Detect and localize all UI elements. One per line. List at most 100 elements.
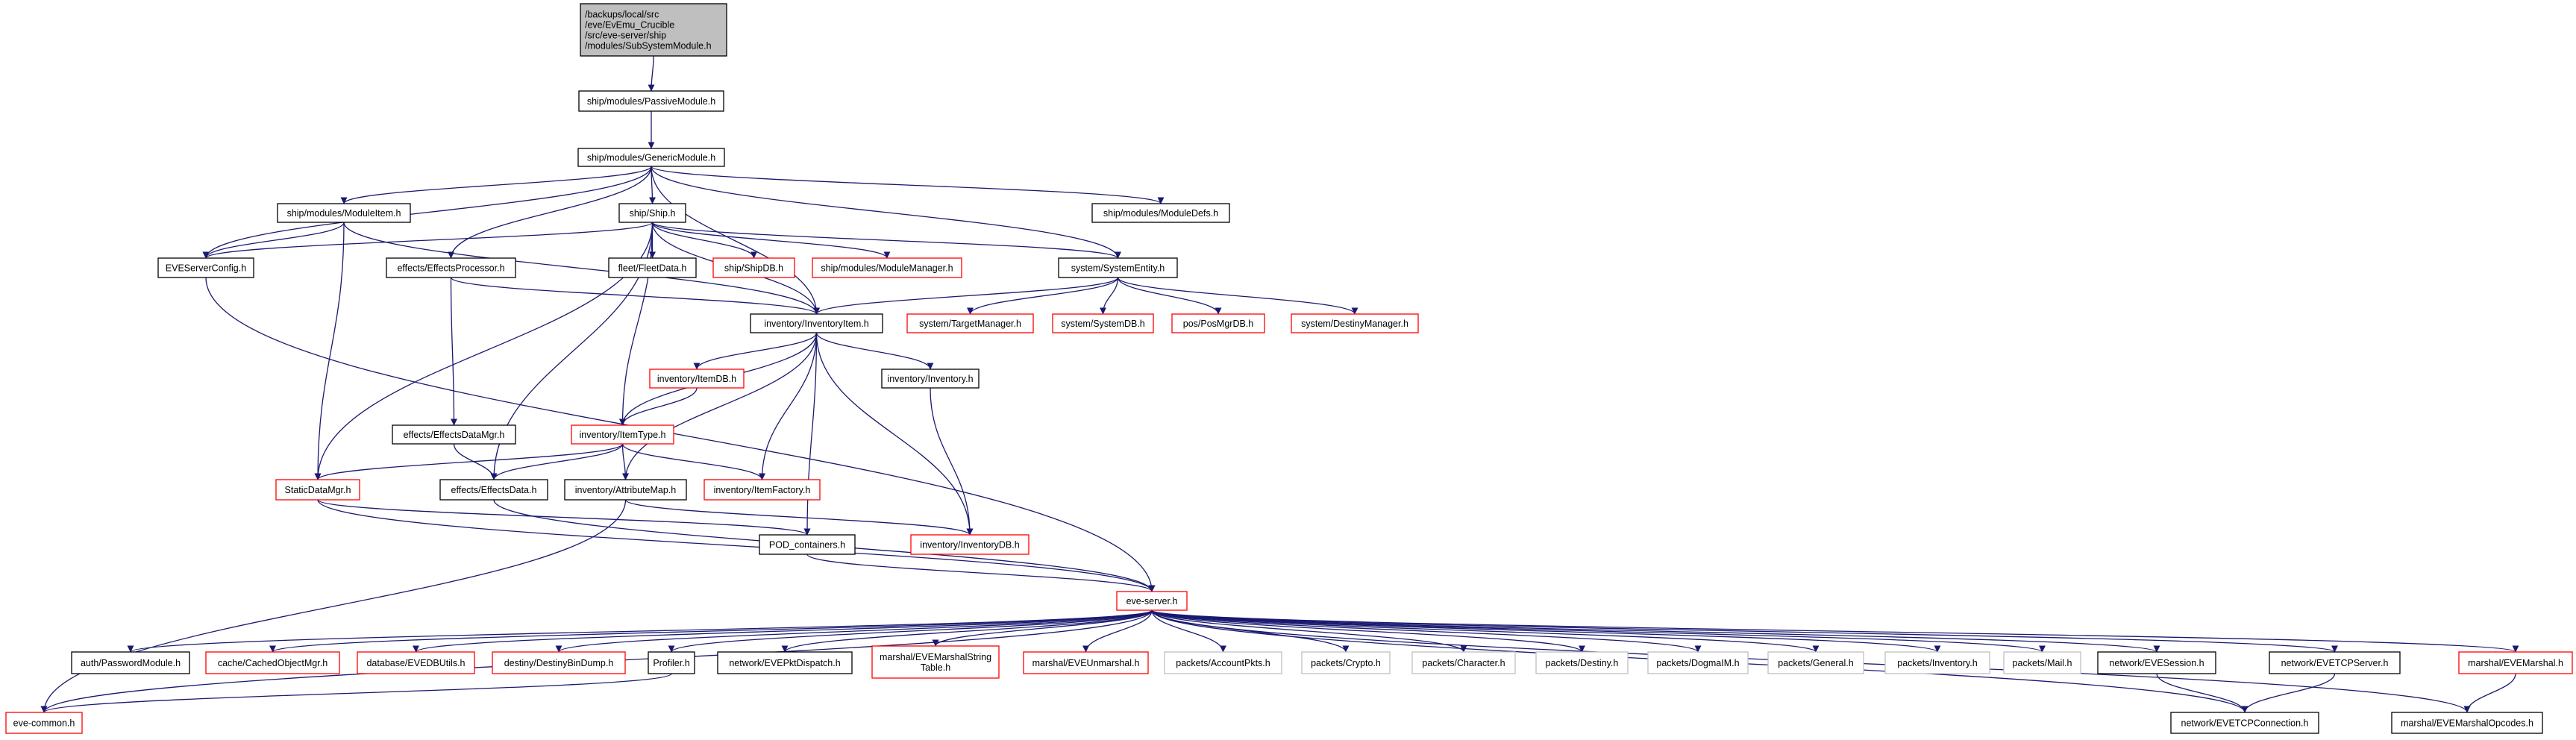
- node-label: system/SystemEntity.h: [1071, 263, 1165, 274]
- node-box: [1091, 203, 1230, 223]
- node-label: pos/PosMgrDB.h: [1183, 319, 1254, 329]
- node-box: [580, 3, 727, 57]
- edge-generic-to-invitem: [651, 166, 820, 315]
- edge-inventory-to-invdb: [930, 387, 974, 536]
- node-staticdata[interactable]: StaticDataMgr.h: [275, 479, 360, 501]
- edge-itemdb-to-itemtype: [619, 387, 698, 426]
- node-podc[interactable]: POD_containers.h: [759, 534, 856, 555]
- node-sysent[interactable]: system/SystemEntity.h: [1058, 257, 1178, 278]
- edge-line: [205, 277, 1156, 592]
- edge-line: [1151, 609, 1702, 653]
- node-itemtype[interactable]: inventory/ItemType.h: [571, 424, 674, 445]
- node-eveserver[interactable]: eve-server.h: [1116, 591, 1188, 611]
- node-box: [906, 313, 1034, 333]
- edge-line: [621, 443, 765, 480]
- node-inventory[interactable]: inventory/Inventory.h: [881, 369, 980, 389]
- node-tcpserver[interactable]: network/EVETCPServer.h: [2269, 651, 2401, 674]
- node-dbutil[interactable]: database/EVEDBUtils.h: [357, 651, 475, 674]
- edge-line: [2156, 673, 2248, 713]
- node-marshal[interactable]: marshal/EVEMarshal.h: [2458, 651, 2573, 674]
- edge-ship-to-shipdb: [651, 222, 757, 259]
- node-destmgr[interactable]: system/DestinyManager.h: [1291, 313, 1419, 333]
- edge-invitem-to-invdb: [815, 332, 974, 536]
- edge-moduleitem-to-staticdata: [314, 222, 345, 480]
- node-tcpconn[interactable]: network/EVETCPConnection.h: [2170, 712, 2319, 734]
- node-box: [275, 479, 360, 501]
- node-opcodes[interactable]: marshal/EVEMarshalOpcodes.h: [2391, 712, 2543, 734]
- node-box: [608, 257, 697, 278]
- node-destbin[interactable]: destiny/DestinyBinDump.h: [492, 651, 626, 674]
- node-unmarshal[interactable]: marshal/EVEUnmarshal.h: [1023, 651, 1149, 674]
- node-itemfact[interactable]: inventory/ItemFactory.h: [703, 479, 821, 501]
- node-label: ship/modules/ModuleDefs.h: [1103, 208, 1218, 219]
- node-auth[interactable]: auth/PasswordModule.h: [71, 651, 190, 674]
- node-label: ship/modules/ModuleItem.h: [287, 208, 401, 219]
- node-session[interactable]: network/EVESession.h: [2097, 651, 2216, 674]
- node-character[interactable]: packets/Character.h: [1411, 651, 1516, 674]
- node-crypto[interactable]: packets/Crypto.h: [1301, 651, 1391, 674]
- edge-line: [967, 277, 1119, 315]
- edge-line: [806, 554, 1156, 592]
- node-acctpkts[interactable]: packets/AccountPkts.h: [1164, 651, 1282, 674]
- node-dogmaim[interactable]: packets/DogmaIM.h: [1647, 651, 1749, 674]
- node-invitem[interactable]: inventory/InventoryItem.h: [750, 313, 883, 333]
- edge-itemtype-to-itemfact: [621, 443, 765, 480]
- node-fleet[interactable]: fleet/FleetData.h: [608, 257, 697, 278]
- node-modmgr[interactable]: ship/modules/ModuleManager.h: [812, 257, 962, 278]
- node-mail[interactable]: packets/Mail.h: [2003, 651, 2081, 674]
- node-label: network/EVESession.h: [2109, 658, 2204, 668]
- node-box: [357, 651, 475, 674]
- edge-line: [1151, 609, 2519, 653]
- node-general[interactable]: packets/General.h: [1767, 651, 1864, 674]
- node-sysdb[interactable]: system/SystemDB.h: [1052, 313, 1154, 333]
- node-label: /src/eve-server/ship: [585, 31, 666, 41]
- node-generic[interactable]: ship/modules/GenericModule.h: [577, 148, 725, 167]
- edge-line: [490, 443, 624, 480]
- node-root[interactable]: /backups/local/src/eve/EvEmu_Crucible/sr…: [580, 3, 727, 57]
- node-posmgr[interactable]: pos/PosMgrDB.h: [1171, 313, 1265, 333]
- node-label: ship/Ship.h: [630, 208, 676, 219]
- node-invdb[interactable]: inventory/InventoryDB.h: [910, 534, 1030, 555]
- node-ship[interactable]: ship/Ship.h: [618, 203, 686, 223]
- node-box: [492, 651, 626, 674]
- node-box: [2458, 651, 2573, 674]
- node-effproc[interactable]: effects/EffectsProcessor.h: [386, 257, 516, 278]
- node-label: destiny/DestinyBinDump.h: [504, 658, 614, 668]
- node-box: [386, 257, 516, 278]
- node-itemdb[interactable]: inventory/ItemDB.h: [649, 369, 745, 389]
- node-profiler[interactable]: Profiler.h: [648, 651, 695, 674]
- node-label: POD_containers.h: [769, 540, 845, 551]
- edge-line: [781, 609, 1153, 653]
- node-label: ship/modules/GenericModule.h: [587, 153, 715, 163]
- node-pktdisp[interactable]: network/EVEPktDispatch.h: [717, 651, 853, 674]
- edge-line: [813, 277, 1119, 315]
- edge-sysent-to-destmgr: [1117, 277, 1358, 315]
- edge-eveserver-to-dbutil: [413, 609, 1153, 653]
- node-shipdb[interactable]: ship/ShipDB.h: [712, 257, 795, 278]
- node-evecfg[interactable]: EVEServerConfig.h: [157, 257, 254, 278]
- node-tgtmgr[interactable]: system/TargetManager.h: [906, 313, 1034, 333]
- edge-evecfg-to-eveserver: [205, 277, 1156, 592]
- node-cache[interactable]: cache/CachedObjectMgr.h: [205, 651, 340, 674]
- node-label: fleet/FleetData.h: [618, 263, 687, 274]
- node-effdata[interactable]: effects/EffectsData.h: [439, 479, 548, 501]
- edge-line: [624, 499, 974, 536]
- node-evecommon[interactable]: eve-common.h: [5, 712, 83, 734]
- node-passive[interactable]: ship/modules/PassiveModule.h: [578, 90, 724, 112]
- edge-line: [1151, 609, 2338, 653]
- edge-ship-to-sysent: [651, 222, 1121, 259]
- edge-line: [815, 332, 974, 536]
- node-pinventory[interactable]: packets/Inventory.h: [1884, 651, 1990, 674]
- node-effdatamgr[interactable]: effects/EffectsDataMgr.h: [392, 424, 516, 445]
- edge-itemtype-to-staticdata: [314, 443, 624, 480]
- edge-eveserver-to-character: [1151, 609, 1467, 653]
- node-moduledefs[interactable]: ship/modules/ModuleDefs.h: [1091, 203, 1230, 223]
- edge-moduleitem-to-evecfg: [202, 222, 345, 259]
- node-moduleitem[interactable]: ship/modules/ModuleItem.h: [277, 203, 411, 223]
- node-attrmap[interactable]: inventory/AttributeMap.h: [564, 479, 687, 501]
- edge-eveserver-to-pktdisp: [781, 609, 1153, 653]
- node-pdestiny[interactable]: packets/Destiny.h: [1535, 651, 1629, 674]
- dependency-edges: [40, 55, 2519, 713]
- node-box: [1164, 651, 1282, 674]
